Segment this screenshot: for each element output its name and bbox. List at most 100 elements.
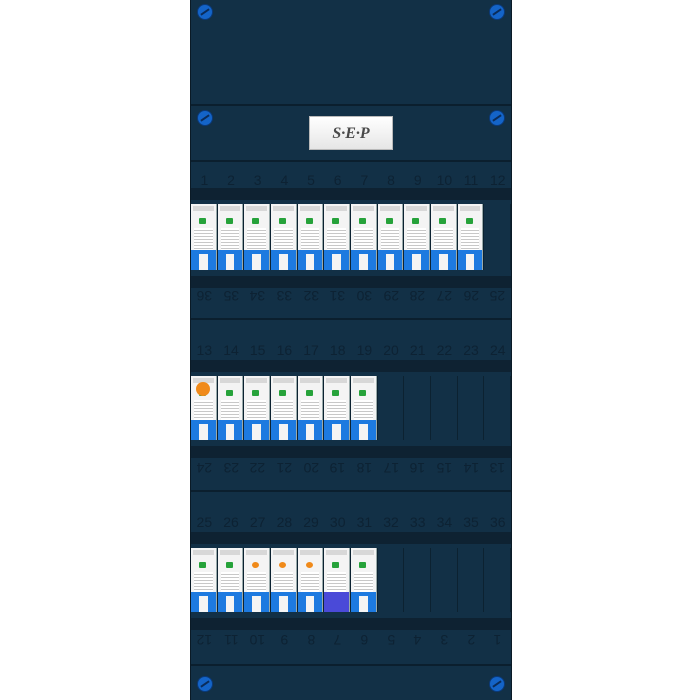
module-number-label: 33	[276, 288, 293, 304]
circuit-breaker[interactable]	[324, 376, 351, 440]
breaker-toggle[interactable]	[244, 420, 270, 440]
status-led-icon	[252, 562, 260, 568]
breaker-toggle[interactable]	[297, 250, 323, 270]
status-led-icon	[439, 218, 447, 224]
status-led-icon	[225, 218, 233, 224]
circuit-breaker[interactable]	[217, 204, 244, 270]
module-slot	[244, 376, 272, 440]
module-number-label: 5	[387, 632, 395, 648]
breaker-toggle[interactable]	[297, 420, 323, 440]
status-led-icon	[279, 562, 287, 568]
circuit-breaker[interactable]	[271, 204, 297, 270]
row2-devices	[191, 376, 512, 440]
status-led-icon	[332, 218, 340, 224]
breaker-toggle[interactable]	[191, 592, 216, 612]
breaker-toggle[interactable]	[217, 420, 243, 440]
svg-text:S·E·P: S·E·P	[332, 125, 370, 142]
circuit-breaker[interactable]	[244, 376, 271, 440]
breaker-toggle[interactable]	[377, 250, 403, 270]
breaker-toggle[interactable]	[217, 592, 243, 612]
breaker-toggle[interactable]	[431, 250, 456, 270]
breaker-toggle[interactable]	[324, 250, 350, 270]
circuit-breaker[interactable]	[324, 548, 351, 612]
residual-current-device[interactable]	[217, 376, 244, 440]
module-number-label: 7	[360, 172, 369, 188]
circuit-breaker[interactable]	[324, 204, 351, 270]
circuit-breaker[interactable]	[351, 204, 377, 270]
empty-slot	[484, 204, 512, 270]
residual-current-device[interactable]	[217, 548, 244, 612]
module-number-label: 15	[249, 342, 266, 358]
circuit-breaker[interactable]	[191, 204, 217, 270]
module-number-label: 35	[223, 288, 239, 304]
empty-slot	[457, 376, 485, 440]
breaker-toggle[interactable]	[271, 250, 296, 270]
module-number-label: 30	[356, 288, 373, 304]
module-number-label: 11	[463, 172, 479, 188]
breaker-toggle[interactable]	[297, 592, 323, 612]
residual-current-device[interactable]	[191, 376, 217, 440]
module-slot	[351, 548, 378, 612]
breaker-toggle[interactable]	[404, 250, 430, 270]
module-number-label: 28	[409, 288, 426, 304]
breaker-toggle[interactable]	[191, 250, 216, 270]
module-number-label: 29	[383, 288, 399, 304]
screw-icon	[489, 676, 505, 692]
test-button-icon[interactable]	[196, 382, 210, 396]
circuit-breaker[interactable]	[377, 204, 404, 270]
breaker-toggle[interactable]	[324, 420, 350, 440]
breaker-toggle[interactable]	[324, 592, 350, 612]
status-led-icon	[359, 218, 367, 224]
module-number-label: 13	[489, 460, 506, 476]
residual-current-device[interactable]	[191, 548, 217, 612]
module-number-label: 34	[436, 514, 453, 530]
breaker-toggle[interactable]	[351, 250, 376, 270]
module-slot	[324, 548, 352, 612]
circuit-breaker[interactable]	[297, 204, 324, 270]
breaker-toggle[interactable]	[271, 420, 296, 440]
circuit-breaker[interactable]	[297, 376, 324, 440]
circuit-breaker[interactable]	[271, 376, 297, 440]
empty-slot	[431, 548, 458, 612]
module-slot	[217, 548, 245, 612]
breaker-toggle[interactable]	[457, 250, 483, 270]
module-number-label: 14	[223, 342, 239, 358]
section-divider	[191, 664, 511, 666]
breaker-toggle[interactable]	[244, 592, 270, 612]
circuit-breaker[interactable]	[457, 204, 484, 270]
breaker-toggle[interactable]	[191, 420, 216, 440]
row3-devices	[191, 548, 512, 612]
module-number-label: 21	[276, 460, 293, 476]
circuit-breaker[interactable]	[297, 548, 324, 612]
module-number-label: 25	[196, 514, 213, 530]
circuit-breaker[interactable]	[271, 548, 297, 612]
section-divider	[191, 160, 511, 162]
circuit-breaker[interactable]	[404, 204, 431, 270]
breaker-toggle[interactable]	[351, 420, 376, 440]
breaker-toggle[interactable]	[271, 592, 296, 612]
residual-current-device[interactable]	[351, 548, 377, 612]
module-number-label: 6	[333, 172, 342, 188]
module-number-label: 24	[196, 460, 213, 476]
module-slot	[244, 548, 272, 612]
module-number-label: 25	[489, 288, 506, 304]
module-number-label: 35	[463, 514, 479, 530]
breaker-toggle[interactable]	[244, 250, 270, 270]
breaker-toggle[interactable]	[217, 250, 243, 270]
module-number-label: 8	[307, 632, 315, 648]
breaker-toggle[interactable]	[351, 592, 376, 612]
status-led-icon	[359, 562, 367, 568]
module-number-label: 30	[329, 514, 346, 530]
module-number-label: 29	[303, 514, 319, 530]
circuit-breaker[interactable]	[431, 204, 457, 270]
circuit-breaker[interactable]	[244, 548, 271, 612]
module-slot	[271, 376, 298, 440]
circuit-breaker[interactable]	[244, 204, 271, 270]
circuit-breaker[interactable]	[351, 376, 377, 440]
